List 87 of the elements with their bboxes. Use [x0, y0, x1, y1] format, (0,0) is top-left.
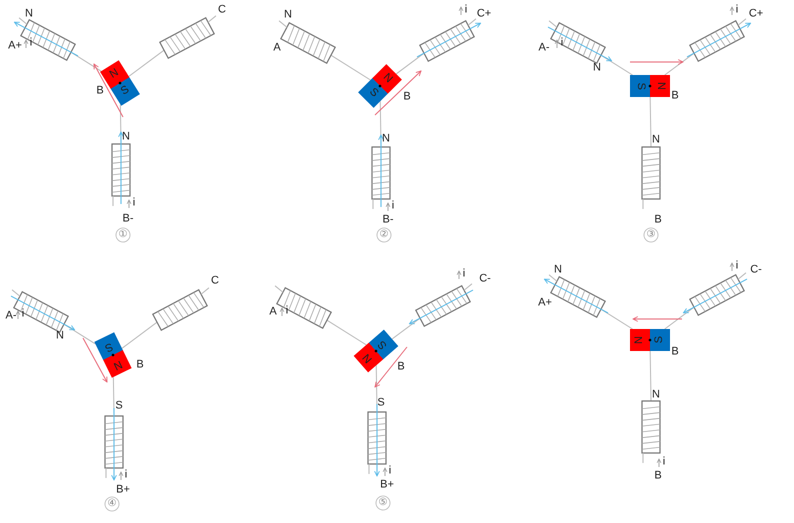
- step-number: ②: [380, 230, 388, 240]
- bar-magnet: [630, 75, 670, 97]
- wire: [63, 324, 96, 344]
- wire: [330, 54, 371, 80]
- current-label: i: [30, 38, 32, 48]
- pole-label: B+: [116, 484, 130, 496]
- pole-label: S: [654, 336, 666, 344]
- pole-label: N: [652, 134, 660, 146]
- coil: [367, 411, 387, 474]
- pole-label: N: [108, 68, 121, 82]
- step-number: ④: [108, 499, 116, 509]
- wire: [128, 50, 165, 77]
- coil: [111, 143, 131, 206]
- pole-label: A: [273, 42, 281, 54]
- pole-label: B-: [122, 214, 134, 224]
- pole-label: B: [403, 92, 411, 102]
- pole-label: N: [634, 336, 646, 344]
- pole-label: N: [380, 72, 394, 86]
- pole-label: C-: [750, 264, 762, 276]
- pole-label: B+: [380, 480, 394, 490]
- wire: [650, 96, 652, 148]
- pole-label: A+: [8, 40, 22, 52]
- wire: [326, 320, 367, 346]
- coil: [641, 400, 661, 464]
- pole-label: S: [366, 86, 380, 100]
- wire: [70, 52, 102, 72]
- step-number: ⑤: [378, 498, 388, 508]
- pole-label: C+: [748, 8, 764, 20]
- current-label: i: [392, 200, 394, 212]
- current-label: i: [464, 4, 468, 16]
- pole-label: B: [136, 360, 144, 370]
- pole-label: N: [593, 62, 601, 74]
- pole-label: C+: [476, 8, 492, 20]
- pole-label: S: [119, 84, 132, 98]
- current-label: i: [736, 260, 738, 272]
- pole-label: B: [671, 90, 679, 102]
- wire: [392, 318, 421, 340]
- current-label: i: [388, 466, 392, 476]
- current-label: i: [132, 198, 136, 208]
- pole-label: B: [671, 346, 679, 358]
- pole-label: B: [654, 470, 662, 482]
- pole-label: B: [654, 214, 662, 226]
- coil: [641, 146, 661, 210]
- wire: [600, 308, 633, 330]
- wire: [600, 54, 633, 76]
- pole-label: N: [56, 330, 64, 342]
- pole-label: N: [652, 390, 660, 400]
- pole-label: S: [377, 398, 385, 408]
- wire: [396, 52, 425, 74]
- pole-label: B-: [382, 214, 394, 226]
- step-number: ③: [646, 230, 656, 240]
- wire: [664, 52, 695, 76]
- pole-label: A: [269, 306, 277, 318]
- coil: [371, 146, 391, 210]
- pole-label: B: [397, 362, 405, 372]
- current-label: i: [736, 4, 738, 16]
- pole-label: N: [382, 134, 390, 144]
- current-label: i: [662, 456, 666, 468]
- pole-label: N: [111, 357, 124, 371]
- pole-label: A-: [6, 310, 16, 322]
- current-label: i: [124, 470, 128, 480]
- pole-label: C-: [479, 274, 491, 284]
- wire: [121, 322, 158, 349]
- pole-label: A+: [538, 298, 552, 308]
- pole-label: S: [115, 400, 123, 412]
- pole-label: C: [211, 276, 219, 286]
- pole-label: N: [284, 10, 292, 20]
- pole-label: S: [634, 82, 646, 90]
- pole-label: S: [102, 339, 114, 353]
- step-number: ①: [118, 230, 128, 240]
- pole-label: A-: [538, 42, 550, 54]
- coil: [104, 415, 124, 478]
- pole-label: N: [122, 132, 130, 142]
- wire: [650, 350, 652, 402]
- pole-label: B: [96, 86, 104, 96]
- pole-label: N: [554, 264, 562, 276]
- pole-label: N: [25, 8, 33, 20]
- current-label: i: [22, 308, 24, 320]
- bar-magnet: [630, 329, 670, 351]
- pole-label: S: [376, 338, 390, 351]
- pole-label: N: [362, 350, 376, 364]
- current-label: i: [560, 38, 564, 48]
- wire: [664, 306, 695, 330]
- pole-label: C: [218, 4, 226, 16]
- current-label: i: [462, 268, 466, 280]
- current-label: i: [286, 306, 288, 316]
- pole-label: N: [654, 82, 666, 90]
